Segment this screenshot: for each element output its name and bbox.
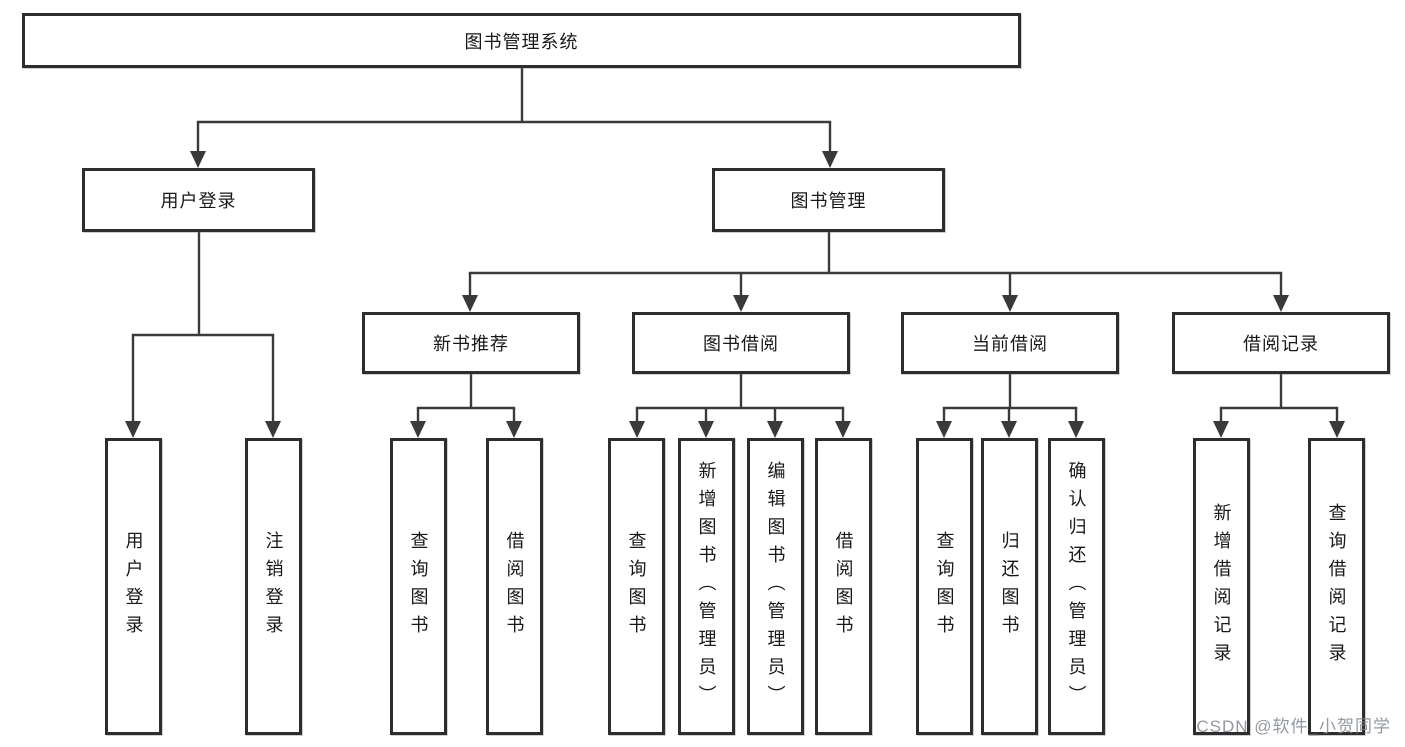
arrow-down-icon	[629, 421, 645, 438]
arrow-down-icon	[506, 421, 522, 438]
node-user-login: 用户登录	[82, 168, 315, 232]
arrow-down-icon	[265, 421, 281, 438]
node-book-management: 图书管理	[712, 168, 945, 232]
leaf-add-borrow-record: 新增借阅记录	[1193, 438, 1250, 735]
leaf-query-books-recommend: 查询图书	[390, 438, 447, 735]
connector-management-to-level3	[462, 232, 1289, 312]
arrow-down-icon	[462, 295, 478, 312]
leaf-edit-book-admin: 编辑图书（管理员）	[747, 438, 804, 735]
arrow-down-icon	[190, 151, 206, 168]
arrow-down-icon	[822, 151, 838, 168]
node-book-borrow: 图书借阅	[632, 312, 850, 374]
leaf-borrow-books-borrow: 借阅图书	[815, 438, 872, 735]
leaf-query-borrow-record: 查询借阅记录	[1308, 438, 1365, 735]
connector-borrow-to-leaves	[629, 374, 851, 438]
connector-records-to-leaves	[1213, 374, 1345, 438]
connector-root-to-level2	[190, 68, 838, 168]
leaf-return-books: 归还图书	[981, 438, 1038, 735]
arrow-down-icon	[1273, 295, 1289, 312]
leaf-user-login: 用户登录	[105, 438, 162, 735]
connector-login-to-leaves	[125, 232, 281, 438]
arrow-down-icon	[410, 421, 426, 438]
arrow-down-icon	[767, 421, 783, 438]
arrow-down-icon	[1329, 421, 1345, 438]
connector-recommend-to-leaves	[410, 374, 522, 438]
leaf-logout: 注销登录	[245, 438, 302, 735]
node-borrow-records: 借阅记录	[1172, 312, 1390, 374]
arrow-down-icon	[1001, 421, 1017, 438]
leaf-borrow-books-recommend: 借阅图书	[486, 438, 543, 735]
arrow-down-icon	[733, 295, 749, 312]
leaf-confirm-return-admin: 确认归还（管理员）	[1048, 438, 1105, 735]
leaf-query-books-borrow: 查询图书	[608, 438, 665, 735]
arrow-down-icon	[1213, 421, 1229, 438]
node-current-borrow: 当前借阅	[901, 312, 1119, 374]
leaf-query-books-current: 查询图书	[916, 438, 973, 735]
arrow-down-icon	[835, 421, 851, 438]
arrow-down-icon	[698, 421, 714, 438]
arrow-down-icon	[125, 421, 141, 438]
node-root-library-system: 图书管理系统	[22, 13, 1021, 68]
leaf-add-book-admin: 新增图书（管理员）	[678, 438, 735, 735]
arrow-down-icon	[1002, 295, 1018, 312]
arrow-down-icon	[1068, 421, 1084, 438]
connector-current-to-leaves	[936, 374, 1084, 438]
node-new-book-recommend: 新书推荐	[362, 312, 580, 374]
arrow-down-icon	[936, 421, 952, 438]
